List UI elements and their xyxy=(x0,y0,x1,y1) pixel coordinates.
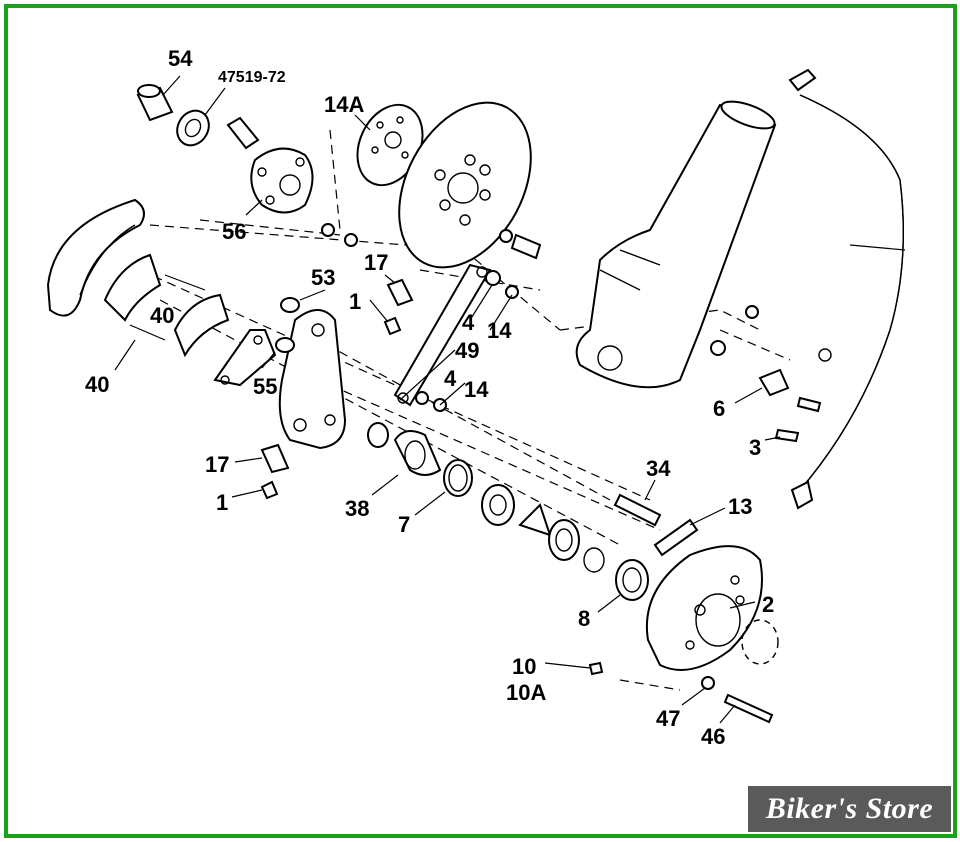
label-38: 38 xyxy=(345,496,369,521)
part-2-wheel-hub xyxy=(646,545,779,671)
label-8: 8 xyxy=(578,606,590,631)
label-1-upper: 1 xyxy=(349,289,361,314)
bikers-store-watermark: Biker's Store xyxy=(748,786,951,832)
part-54-bushing xyxy=(136,84,174,122)
label-40-lower: 40 xyxy=(85,372,109,397)
label-47519-72: 47519-72 xyxy=(218,69,286,86)
label-34: 34 xyxy=(646,456,671,481)
part-55-bracket xyxy=(213,329,277,387)
caliper-bracket xyxy=(275,297,347,450)
part-34-13-axle xyxy=(613,493,699,557)
part-47519-seal xyxy=(176,109,210,147)
label-14a-top: 14A xyxy=(324,92,364,117)
label-55: 55 xyxy=(253,374,277,399)
label-14-upper: 14 xyxy=(487,318,512,343)
label-40-upper: 40 xyxy=(150,303,174,328)
label-2: 2 xyxy=(762,592,774,617)
part-56-hub xyxy=(226,116,314,214)
brake-disc xyxy=(398,101,532,269)
label-10a: 10A xyxy=(506,680,546,705)
fork-leg xyxy=(575,100,777,389)
part-labels: 54 47519-72 14A 56 17 1 53 40 40 55 4 14… xyxy=(85,46,774,749)
part-brake-shoe xyxy=(46,198,145,317)
label-10: 10 xyxy=(512,654,536,679)
label-4-upper: 4 xyxy=(462,310,475,335)
label-54: 54 xyxy=(168,46,193,71)
leader-lines xyxy=(114,75,781,724)
part-49-arm xyxy=(393,263,519,412)
part-40-pads xyxy=(103,253,230,358)
right-small-parts xyxy=(710,305,832,443)
label-46: 46 xyxy=(701,724,725,749)
label-49: 49 xyxy=(455,338,479,363)
label-17-lower: 17 xyxy=(205,452,229,477)
label-4-lower: 4 xyxy=(444,366,457,391)
label-17-upper: 17 xyxy=(364,250,388,275)
brake-line xyxy=(788,68,906,510)
small-bolts xyxy=(260,223,542,500)
label-6: 6 xyxy=(713,396,725,421)
part-38-7-seals xyxy=(367,422,473,497)
label-14-lower: 14 xyxy=(464,377,489,402)
label-56: 56 xyxy=(222,219,246,244)
label-7: 7 xyxy=(398,512,410,537)
diagram-frame xyxy=(4,4,957,838)
middle-washers xyxy=(481,484,649,601)
part-46-47-bolt xyxy=(588,661,774,724)
label-3: 3 xyxy=(749,435,761,460)
label-47: 47 xyxy=(656,706,680,731)
label-1-lower: 1 xyxy=(216,490,228,515)
label-13: 13 xyxy=(728,494,752,519)
label-53: 53 xyxy=(311,265,335,290)
